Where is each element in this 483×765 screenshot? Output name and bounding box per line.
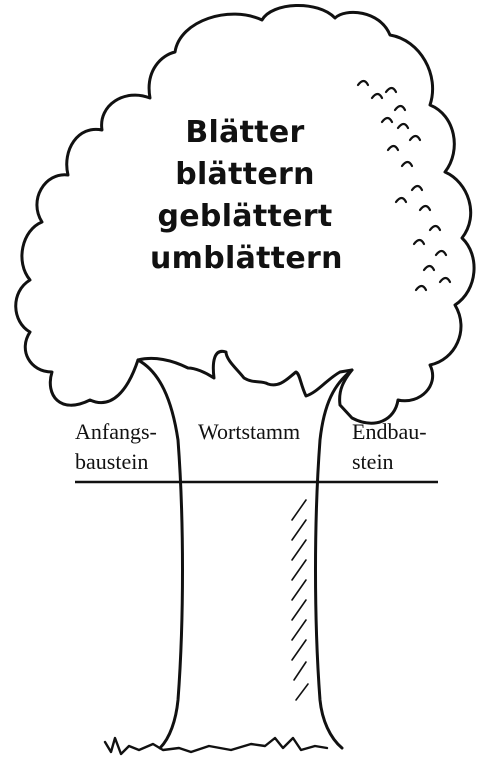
word-geblaettert: geblättert xyxy=(150,196,340,238)
crown-shading xyxy=(358,81,450,290)
word-blaetter: Blätter xyxy=(150,112,340,154)
label-prefix-line1: Anfangs- xyxy=(75,418,157,446)
word-family-list: Blätter blättern geblättert umblättern xyxy=(150,112,340,280)
ground-grass xyxy=(105,738,327,754)
word-blaettern: blättern xyxy=(150,154,340,196)
label-stem: Wortstamm xyxy=(198,418,300,446)
label-suffix-line1: Endbau- xyxy=(352,418,427,446)
label-prefix-line2: baustein xyxy=(75,448,148,476)
word-umblaettern: umblättern xyxy=(150,238,340,280)
label-suffix-line2: stein xyxy=(352,448,394,476)
trunk-right-edge xyxy=(316,370,353,748)
trunk-hatching xyxy=(292,500,308,700)
